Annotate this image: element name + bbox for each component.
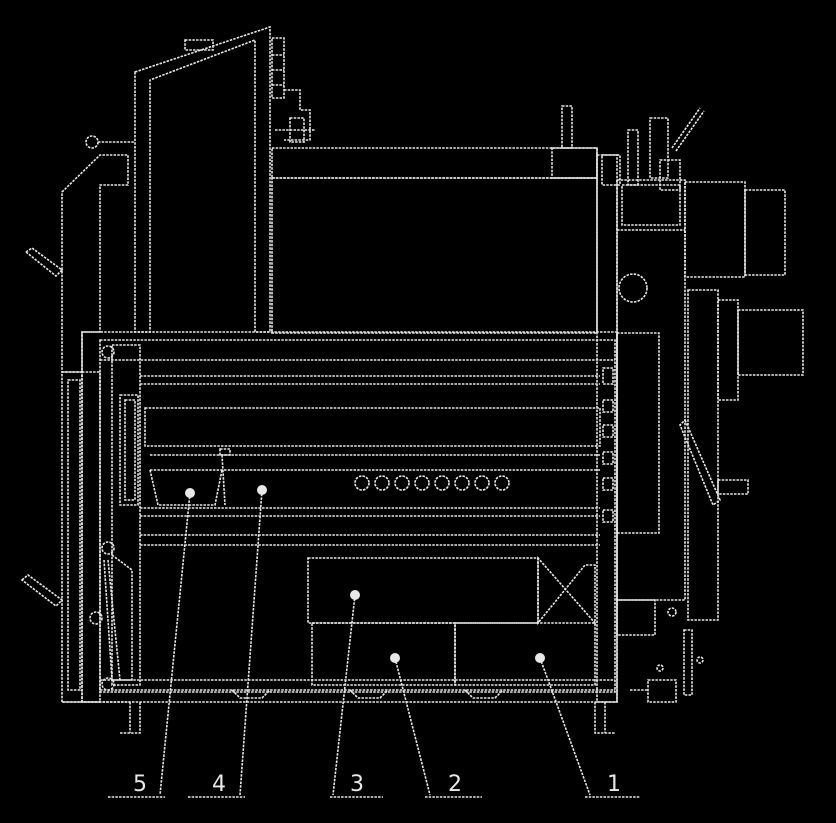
grate-area [149,448,600,506]
air-nozzles [354,475,510,491]
callout-label-1: 1 [607,772,621,797]
callout-label-5: 5 [133,772,147,797]
callout-label-2: 2 [448,772,462,797]
door-handle-top [24,247,64,278]
ash-boxes [307,555,596,686]
right-panel [596,154,804,703]
combustion-frame [81,331,618,703]
upper-chamber [271,105,598,334]
callout-label-4: 4 [212,772,226,797]
drain-valve [630,656,704,703]
top-fittings [601,107,705,191]
leader-lines [108,489,640,798]
top-knob [85,135,99,149]
callout-label-3: 3 [350,772,364,797]
fuel-hopper [134,25,315,333]
inner-door [89,344,141,691]
callout-dots [185,485,545,663]
base-rails [120,689,615,734]
door-handle-bottom [20,573,64,608]
side-windows [602,367,614,523]
